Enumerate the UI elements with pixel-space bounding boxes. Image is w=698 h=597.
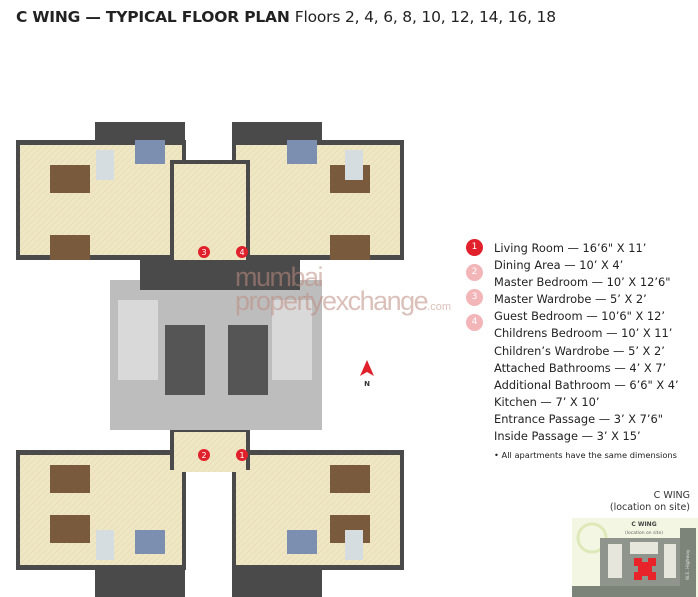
unit-marker-2: 2 [201,451,206,460]
unit-marker-4: 4 [239,248,244,257]
legend-item: Dining Area — 10’ X 4’ [494,258,624,273]
bathrooms [96,150,363,560]
legend-marker-1: 1 [466,239,483,256]
legend-item: Additional Bathroom — 6’6" X 4’ [494,377,679,392]
road-label: W.E. Highway [685,549,691,580]
watermark-suffix: .com [427,301,451,313]
legend-marker-3: 3 [466,289,483,306]
site-label-line2: (location on site) [609,502,690,513]
site-location-map: C WING (location on site) W.E. Highway [572,518,698,597]
legend-item: Childrens Bedroom — 10’ X 11’ [494,326,673,341]
legend-item: Children’s Wardrobe — 5’ X 2’ [494,343,665,358]
legend-marker-4: 4 [466,314,483,331]
legend-markers: 1 2 3 4 [466,239,492,339]
legend-item: Guest Bedroom — 10’6" X 12’ [494,309,665,324]
watermark: mumbai propertyexchange.com [235,262,460,319]
title-main: C WING — TYPICAL FLOOR PLAN [16,8,290,26]
c-wing-highlight [634,558,656,580]
legend-item: Living Room — 16’6" X 11’ [494,241,647,255]
title-floors: Floors 2, 4, 6, 8, 10, 12, 14, 16, 18 [294,8,556,26]
watermark-line1: mumbai [235,262,324,292]
page-title: C WING — TYPICAL FLOOR PLAN Floors 2, 4,… [16,8,556,26]
unit-marker-1: 1 [239,451,244,460]
north-arrow: N [360,360,374,388]
site-inner-label1: C WING [631,521,656,528]
site-label-line1: C WING [653,490,690,501]
site-inner-label2: (location on site) [625,530,663,536]
floor-plan: 4 3 2 1 N [16,122,404,597]
legend-item: Master Bedroom — 10’ X 12’6" [494,275,671,290]
legend-marker-2: 2 [466,264,483,281]
legend-note: • All apartments have the same dimension… [494,450,677,461]
legend-item: Inside Passage — 3’ X 15’ [494,429,641,444]
legend-item: Entrance Passage — 3’ X 7’6" [494,411,663,426]
room-dimensions-legend: Living Room — 16’6" X 11’ Dining Area — … [494,240,679,464]
unit-marker-3: 3 [201,248,206,257]
legend-item: Attached Bathrooms — 4’ X 7’ [494,360,667,375]
unit-markers: 4 3 2 1 [198,246,248,461]
legend-item: Master Wardrobe — 5’ X 2’ [494,292,647,307]
watermark-line2: propertyexchange [235,286,429,316]
site-map-label: C WING (location on site) [600,490,690,514]
legend-item: Kitchen — 7’ X 10’ [494,394,600,409]
svg-text:N: N [364,380,370,388]
